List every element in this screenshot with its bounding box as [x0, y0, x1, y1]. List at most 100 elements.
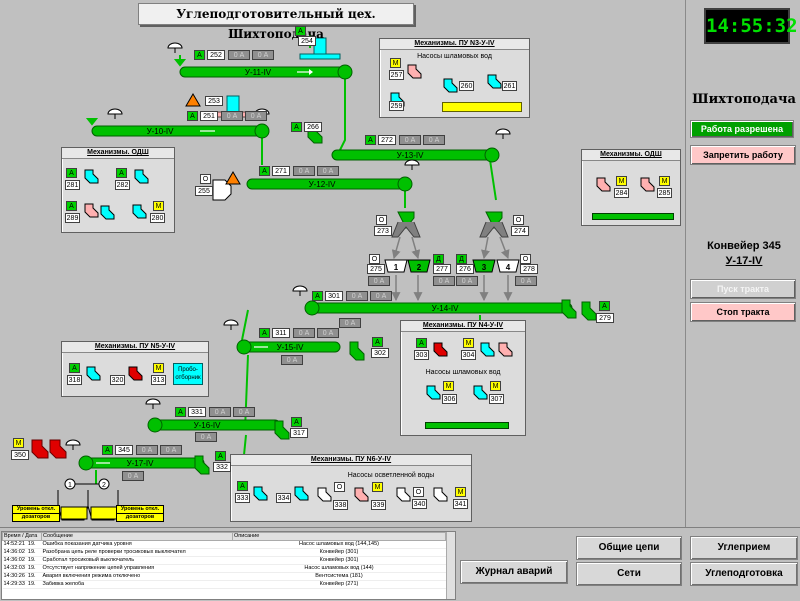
- alarm-log[interactable]: Время / Дата Сообщение Описание 14:52:21…: [1, 531, 456, 600]
- mode-auto-badge[interactable]: А: [102, 445, 113, 455]
- ampere-readout[interactable]: 0 А: [228, 50, 250, 60]
- ampere-readout[interactable]: 0 А: [317, 328, 339, 338]
- mode-auto-badge[interactable]: А: [416, 338, 427, 348]
- conveyor-U10[interactable]: У-10-IV: [91, 123, 270, 139]
- device-id-333[interactable]: 333: [235, 493, 250, 503]
- mode-auto-badge[interactable]: А: [175, 407, 186, 417]
- mode-badge[interactable]: О: [513, 215, 524, 225]
- stop-work-button[interactable]: Запретить работу: [690, 145, 796, 165]
- mode-auto-badge[interactable]: А: [365, 135, 376, 145]
- ampere-readout[interactable]: 0 А: [433, 276, 455, 286]
- ampere-readout[interactable]: 0 А: [515, 276, 537, 286]
- crusher-285a[interactable]: [640, 177, 655, 192]
- mode-auto-badge[interactable]: А: [259, 328, 270, 338]
- pump-304b[interactable]: [498, 342, 513, 357]
- ampere-readout[interactable]: 0 А: [293, 328, 315, 338]
- mode-badge[interactable]: Д: [456, 254, 467, 264]
- device-id-279[interactable]: 279: [596, 313, 614, 323]
- mode-badge[interactable]: А: [215, 451, 226, 461]
- device-id-253[interactable]: 253: [205, 96, 223, 106]
- mode-auto-badge[interactable]: А: [66, 168, 77, 178]
- pump-307[interactable]: [473, 385, 488, 400]
- pump-338[interactable]: [317, 487, 332, 502]
- mode-badge[interactable]: А: [291, 417, 302, 427]
- device-id-285[interactable]: 285: [657, 188, 672, 198]
- mode-badge[interactable]: М: [13, 438, 24, 448]
- device-id-311[interactable]: 311: [272, 328, 290, 338]
- crusher-2[interactable]: 2: [407, 259, 431, 273]
- ampere-readout[interactable]: 0 А: [122, 471, 144, 481]
- ampere-readout[interactable]: 0 А: [245, 111, 267, 121]
- device-id-318[interactable]: 318: [67, 375, 82, 385]
- ampere-readout[interactable]: 0 А: [368, 276, 390, 286]
- conveyor-U14[interactable]: У-14-IV: [304, 300, 573, 316]
- coal-receiving-button[interactable]: Углеприем: [690, 536, 798, 560]
- ampere-readout[interactable]: 0 А: [317, 166, 339, 176]
- mode-manual-badge[interactable]: М: [153, 363, 164, 373]
- device-id-282[interactable]: 282: [115, 180, 130, 190]
- stop-path-button[interactable]: Стоп тракта: [690, 302, 796, 322]
- mode-manual-badge[interactable]: М: [659, 176, 670, 186]
- conveyor-U16[interactable]: У-16-IV: [147, 417, 281, 433]
- mode-manual-badge[interactable]: М: [616, 176, 627, 186]
- ampere-readout[interactable]: 0 А: [221, 111, 243, 121]
- ampere-readout[interactable]: 0 А: [370, 291, 392, 301]
- alarm-motors-350[interactable]: [31, 439, 67, 459]
- device-id-289[interactable]: 289: [65, 213, 80, 223]
- ampere-readout[interactable]: 0 А: [339, 318, 361, 328]
- ampere-readout[interactable]: 0 А: [195, 432, 217, 442]
- device-id-313[interactable]: 313: [151, 375, 166, 385]
- crusher-4[interactable]: 4: [496, 259, 520, 273]
- mode-badge[interactable]: А: [372, 337, 383, 347]
- device-id-317[interactable]: 317: [290, 428, 308, 438]
- crusher-282[interactable]: [134, 169, 149, 184]
- splitter-273[interactable]: [391, 211, 421, 238]
- ampere-readout[interactable]: 0 А: [456, 276, 478, 286]
- device-id-338[interactable]: 338: [333, 500, 348, 510]
- mode-manual-badge[interactable]: М: [153, 201, 164, 211]
- machine-318[interactable]: [86, 366, 101, 381]
- ampere-readout[interactable]: 0 А: [346, 291, 368, 301]
- pump-257[interactable]: [407, 64, 422, 79]
- mode-badge[interactable]: А: [599, 301, 610, 311]
- device-id-276[interactable]: 276: [456, 264, 474, 274]
- sampler-button[interactable]: Пробо-отборник: [173, 363, 203, 385]
- device-id-302[interactable]: 302: [371, 348, 389, 358]
- mode-badge[interactable]: О: [520, 254, 531, 264]
- mode-badge[interactable]: Д: [433, 254, 444, 264]
- pump-304a[interactable]: [480, 342, 495, 357]
- device-id-273[interactable]: 273: [374, 226, 392, 236]
- crusher-3[interactable]: 3: [472, 259, 496, 273]
- conveyor-U13[interactable]: У-13-IV: [331, 147, 500, 163]
- device-id-257[interactable]: 257: [389, 70, 404, 80]
- pump-333[interactable]: [253, 486, 268, 501]
- crusher-289b[interactable]: [100, 205, 115, 220]
- device-id-306[interactable]: 306: [442, 394, 457, 404]
- pump-303[interactable]: [433, 342, 448, 357]
- mode-auto-badge[interactable]: А: [237, 481, 248, 491]
- device-id-339[interactable]: 339: [371, 500, 386, 510]
- conveyor-U12[interactable]: У-12-IV: [246, 176, 413, 192]
- device-id-278[interactable]: 278: [520, 264, 538, 274]
- device-id-277[interactable]: 277: [433, 264, 451, 274]
- mode-manual-badge[interactable]: М: [455, 487, 466, 497]
- device-id-341[interactable]: 341: [453, 499, 468, 509]
- mode-manual-badge[interactable]: М: [463, 338, 474, 348]
- alarm-journal-button[interactable]: Журнал аварий: [460, 560, 568, 584]
- device-id-272[interactable]: 272: [378, 135, 396, 145]
- pump-340[interactable]: [396, 487, 411, 502]
- start-path-button[interactable]: Пуск тракта: [690, 279, 796, 299]
- mode-auto-badge[interactable]: А: [66, 201, 77, 211]
- device-id-275[interactable]: 275: [367, 264, 385, 274]
- device-id-320[interactable]: 320: [110, 375, 125, 385]
- device-id-280[interactable]: 280: [150, 213, 165, 223]
- device-id-261[interactable]: 261: [502, 81, 517, 91]
- mode-badge[interactable]: О: [369, 254, 380, 264]
- ampere-readout[interactable]: 0 А: [252, 50, 274, 60]
- device-id-303[interactable]: 303: [414, 350, 429, 360]
- conveyor-U15[interactable]: У-15-IV: [236, 339, 341, 355]
- pump-306[interactable]: [426, 385, 441, 400]
- mode-badge[interactable]: А: [295, 26, 306, 36]
